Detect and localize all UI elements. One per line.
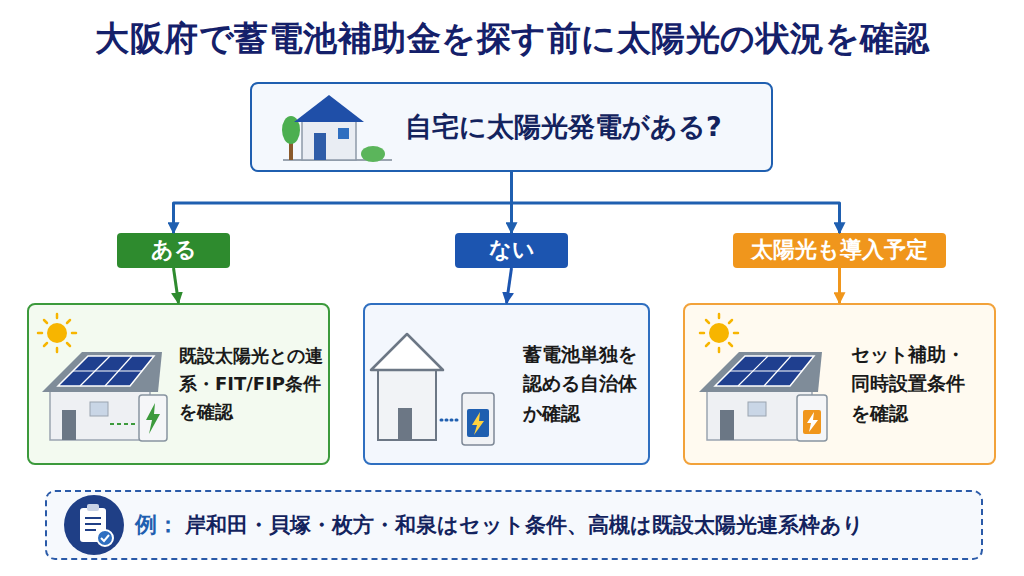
edges-layer <box>174 172 840 303</box>
clipboard-line <box>85 529 96 531</box>
solar-panel-grid <box>730 356 802 386</box>
result-box-text: 既設太陽光との連系・FIT/FIP条件を確認 <box>179 342 328 426</box>
branch-label: ある <box>117 233 230 268</box>
house-roof <box>294 95 364 122</box>
sun-ray <box>67 320 70 323</box>
sun-ray <box>734 332 738 335</box>
sun-rays <box>700 314 738 352</box>
sun-ray <box>706 320 709 323</box>
house-door <box>314 133 326 160</box>
sun-ray <box>72 332 76 335</box>
sun-ray <box>56 314 59 318</box>
flow-arrow <box>507 268 512 303</box>
house-wall <box>302 118 356 160</box>
sun-ray <box>38 332 42 335</box>
house-window <box>748 402 766 416</box>
result-box-text: 蓄電池単独を認める自治体か確認 <box>523 340 641 428</box>
branch-label: 太陽光も導入予定 <box>733 233 946 268</box>
solar-panel <box>715 356 814 386</box>
battery-panel <box>467 409 489 437</box>
flow-arrow <box>510 172 513 233</box>
house-battery-illustration <box>371 334 494 445</box>
solar-panel <box>58 356 154 386</box>
sun-ray <box>718 348 721 352</box>
clipboard-line <box>85 517 101 519</box>
question-box-text: 自宅に太陽光発電がある? <box>405 106 722 148</box>
sun-ray <box>67 343 70 346</box>
house-roof <box>371 334 443 370</box>
panel-grid-line <box>738 356 768 386</box>
panel-grid-line <box>730 370 802 371</box>
flow-arrow <box>512 172 840 233</box>
clipboard-line <box>85 523 101 525</box>
sun <box>47 323 67 343</box>
battery-panel <box>803 410 821 434</box>
house-roof <box>699 352 822 392</box>
ground-line <box>283 159 392 161</box>
result-box: 蓄電池単独を認める自治体か確認 <box>363 303 650 465</box>
battery-bolt <box>146 403 160 434</box>
connection-line <box>110 423 138 425</box>
flow-arrow <box>174 268 179 303</box>
example-box-text: 岸和田・貝塚・枚方・和泉はセット条件、高槻は既設太陽光連系枠あり <box>185 509 864 542</box>
sun <box>709 323 729 343</box>
house-wall <box>50 388 150 440</box>
sun-ray <box>729 343 732 346</box>
example-box: 例：岸和田・貝塚・枚方・和泉はセット条件、高槻は既設太陽光連系枠あり <box>45 490 983 560</box>
house-roof <box>42 352 162 392</box>
battery-unit <box>139 395 167 441</box>
question-box: 自宅に太陽光発電がある? <box>250 82 773 172</box>
result-box-text: セット補助・同時設置条件を確認 <box>851 340 969 428</box>
panel-grid-line <box>80 356 110 386</box>
panel-grid-line <box>73 370 142 371</box>
sun-ray <box>729 320 732 323</box>
connection-line <box>441 419 460 422</box>
battery-unit <box>797 395 827 441</box>
house-door <box>398 408 412 440</box>
sun-ray <box>706 343 709 346</box>
sun-ray <box>700 332 704 335</box>
branch-label-text: 太陽光も導入予定 <box>751 233 928 267</box>
solar-house-illustration <box>38 314 167 441</box>
check-badge <box>97 530 113 546</box>
branch-label: ない <box>455 233 568 268</box>
house-door <box>62 410 76 440</box>
clipboard-clip <box>87 504 99 511</box>
house-wall <box>707 388 812 440</box>
house-door <box>720 410 734 440</box>
house-icon <box>282 95 392 162</box>
battery-bolt <box>807 412 818 432</box>
flow-arrow <box>174 172 512 233</box>
tree-trunk <box>289 138 293 160</box>
branch-label-text: ある <box>151 233 197 267</box>
bush <box>361 146 385 162</box>
battery-bolt <box>472 412 484 435</box>
battery-unit <box>462 393 494 445</box>
example-box-text: 例： <box>135 508 179 542</box>
panel-grid-line <box>105 356 132 386</box>
branch-label-text: ない <box>489 233 535 267</box>
sun-ray <box>44 343 47 346</box>
sun-rays <box>38 314 76 352</box>
sun-ray <box>56 348 59 352</box>
panel-grid-line <box>764 356 791 386</box>
sun-ray <box>44 320 47 323</box>
page-title: 大阪府で蓄電池補助金を探す前に太陽光の状況を確認 <box>0 12 1024 64</box>
flow-arrow <box>838 268 841 303</box>
sun-ray <box>718 314 721 318</box>
house-window <box>90 402 108 416</box>
solar-house-illustration <box>699 314 827 441</box>
tree-foliage <box>282 116 300 144</box>
house-window <box>338 128 349 139</box>
result-box: 既設太陽光との連系・FIT/FIP条件を確認 <box>27 303 330 465</box>
solar-panel-grid <box>73 356 142 386</box>
icon-circle <box>64 495 124 555</box>
clipboard-sheet <box>80 508 106 542</box>
check-mark <box>101 535 109 541</box>
result-box: セット補助・同時設置条件を確認 <box>683 303 996 465</box>
clipboard-icon <box>64 495 124 555</box>
house-wall <box>378 368 436 440</box>
